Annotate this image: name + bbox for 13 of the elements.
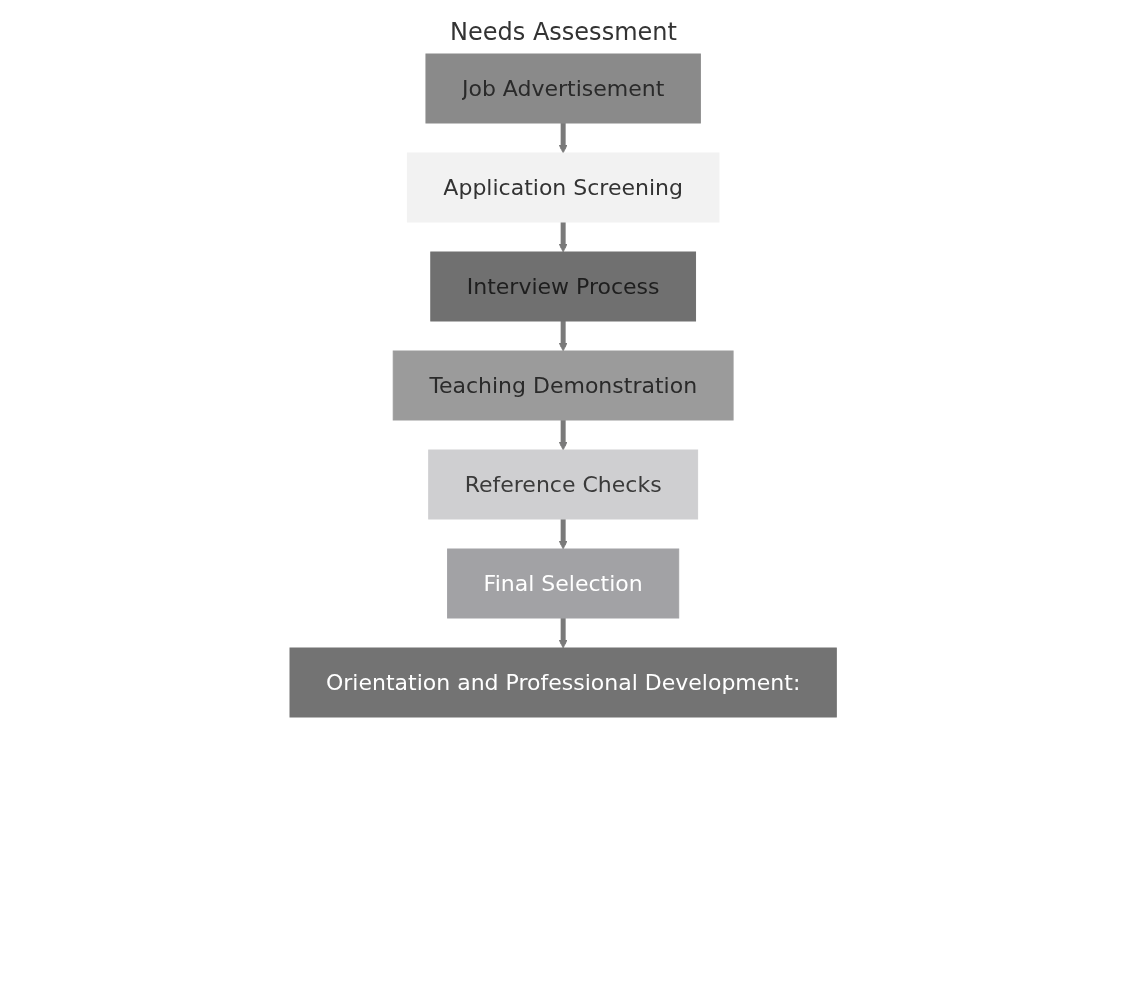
node-box: Teaching Demonstration [393, 350, 734, 421]
node-box: Interview Process [430, 251, 697, 322]
arrow [559, 519, 568, 550]
arrow [559, 222, 568, 253]
arrow [559, 420, 568, 451]
node-box: Final Selection [447, 548, 680, 619]
node-box: Orientation and Professional Development: [289, 647, 838, 718]
step-heading: Needs Assessment [450, 18, 677, 46]
arrow [559, 618, 568, 649]
arrow [559, 321, 568, 352]
arrow [559, 123, 568, 154]
node-box: Reference Checks [428, 449, 699, 520]
node-box: Application Screening [407, 152, 720, 223]
